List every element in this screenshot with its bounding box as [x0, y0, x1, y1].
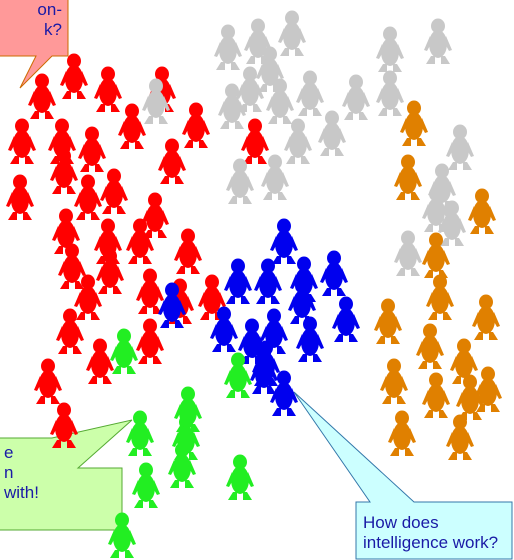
- orange-penguin-icon: [422, 372, 450, 418]
- red-penguin-icon: [182, 102, 210, 148]
- orange-penguin-icon: [380, 358, 408, 404]
- orange-penguin-icon: [388, 410, 416, 456]
- red-penguin-icon: [174, 228, 202, 274]
- red-penguin-icon: [78, 126, 106, 172]
- orange-penguin-icon: [426, 274, 454, 320]
- red-penguin-icon: [8, 118, 36, 164]
- green-penguin-icon: [226, 454, 254, 500]
- red-penguin-icon: [241, 118, 269, 164]
- gray-penguin-icon: [376, 70, 404, 116]
- orange-penguin-icon: [394, 154, 422, 200]
- gray-penguin-icon: [376, 26, 404, 72]
- red-penguin-icon: [96, 248, 124, 294]
- red-penguin-icon: [60, 53, 88, 99]
- red-penguin-icon: [6, 174, 34, 220]
- red-penguin-icon: [74, 174, 102, 220]
- callout-red-text: on- k?: [37, 0, 62, 39]
- blue-penguin-icon: [320, 250, 348, 296]
- callout-green-text: e n with!: [4, 443, 39, 502]
- gray-penguin-icon: [446, 124, 474, 170]
- gray-penguin-icon: [342, 74, 370, 120]
- gray-penguin-icon: [424, 18, 452, 64]
- red-penguin-icon: [94, 66, 122, 112]
- gray-penguin-icon: [394, 230, 422, 276]
- red-penguin-icon: [28, 73, 56, 119]
- gray-penguin-icon: [214, 24, 242, 70]
- green-penguin-icon: [126, 410, 154, 456]
- orange-penguin-icon: [416, 323, 444, 369]
- gray-penguin-icon: [284, 118, 312, 164]
- orange-penguin-icon: [472, 294, 500, 340]
- blue-penguin-icon: [254, 258, 282, 304]
- blue-penguin-icon: [332, 296, 360, 342]
- gray-penguin-icon: [278, 10, 306, 56]
- blue-penguin-icon: [224, 258, 252, 304]
- callout-red: [0, 0, 69, 89]
- red-penguin-icon: [34, 358, 62, 404]
- orange-penguin-icon: [400, 100, 428, 146]
- gray-penguin-icon: [296, 70, 324, 116]
- gray-penguin-icon: [226, 158, 254, 204]
- callout-blue: [293, 391, 513, 560]
- orange-penguin-icon: [446, 414, 474, 460]
- orange-penguin-icon: [468, 188, 496, 234]
- gray-penguin-icon: [318, 110, 346, 156]
- blue-penguin-icon: [270, 218, 298, 264]
- red-penguin-icon: [100, 168, 128, 214]
- green-penguin-icon: [132, 462, 160, 508]
- green-penguin-icon: [110, 328, 138, 374]
- blue-penguin-icon: [296, 316, 324, 362]
- red-penguin-icon: [86, 338, 114, 384]
- red-penguin-icon: [158, 138, 186, 184]
- red-penguin-icon: [118, 103, 146, 149]
- callout-blue-text: How does intelligence work?: [363, 513, 499, 552]
- red-penguin-icon: [50, 148, 78, 194]
- red-penguin-icon: [136, 268, 164, 314]
- red-penguin-icon: [141, 192, 169, 238]
- red-penguin-icon: [136, 318, 164, 364]
- orange-penguin-icon: [374, 298, 402, 344]
